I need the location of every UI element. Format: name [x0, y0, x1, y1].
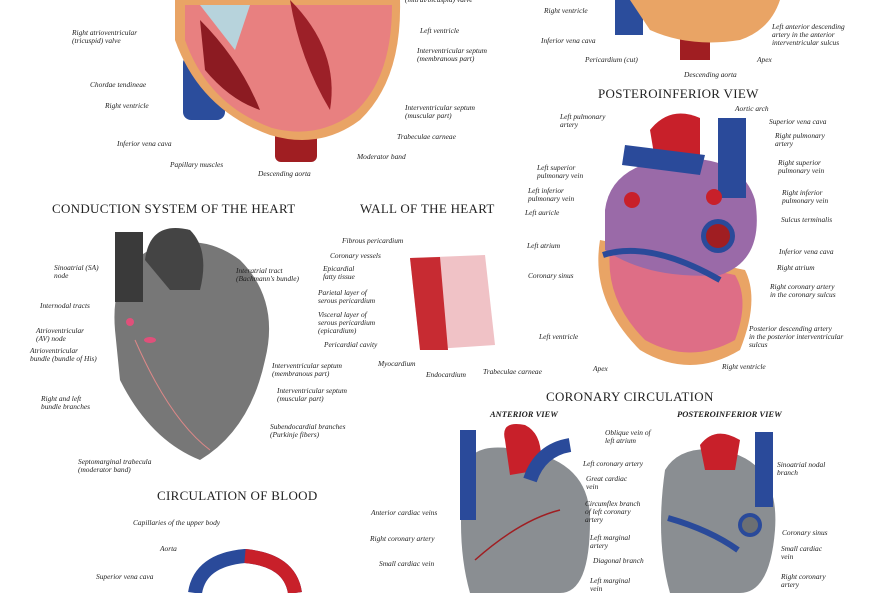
anterior-label: Inferior vena cava — [541, 36, 596, 45]
conduction-system-title: CONDUCTION SYSTEM OF THE HEART — [52, 201, 296, 216]
coronary-label: Small cardiac vein — [781, 544, 822, 561]
coronary-label: Great cardiac vein — [586, 474, 628, 491]
wall-label: Pericardial cavity — [324, 340, 378, 349]
anterior-label: Left anterior descending artery in the a… — [772, 22, 845, 47]
posteroinferior-label: Superior vena cava — [769, 117, 827, 126]
conduction-label: Interventricular septum (muscular part) — [277, 386, 347, 403]
posteroinferior-label: Left inferior pulmonary vein — [528, 186, 575, 203]
coronary-label: Small cardiac vein — [379, 559, 435, 568]
interior-label: Interventricular septum (membranous part… — [417, 46, 487, 63]
wall-label: Myocardium — [378, 359, 416, 368]
coronary-label: Left coronary artery — [583, 459, 644, 468]
coronary-label: Diagonal branch — [593, 556, 644, 565]
anterior-label: Apex — [757, 55, 772, 64]
anterior-label: Pericardium (cut) — [585, 55, 638, 64]
interior-label: Moderator band — [357, 152, 406, 161]
conduction-label: Atrioventricular bundle (bundle of His) — [30, 346, 97, 363]
coronary-label: Right coronary artery — [370, 534, 435, 543]
wall-of-heart-title: WALL OF THE HEART — [360, 201, 495, 216]
coronary-posterior-illustration — [661, 432, 776, 593]
anterior-label: Right ventricle — [544, 6, 588, 15]
coronary-label: Oblique vein of left atrium — [605, 428, 651, 445]
coronary-label: Coronary sinus — [782, 528, 828, 537]
conduction-label: Septomarginal trabecula (moderator band) — [78, 457, 152, 474]
wall-label: Epicardial fatty tissue — [323, 264, 355, 281]
posteroinferior-label: Left ventricle — [539, 332, 579, 341]
wall-label: Endocardium — [426, 370, 466, 379]
circulation-of-blood-title: CIRCULATION OF BLOOD — [157, 488, 318, 503]
posteroinferior-label: Right atrium — [777, 263, 815, 272]
posteroinferior-label: Left pulmonary artery — [560, 112, 606, 129]
interior-label: Right ventricle — [105, 101, 149, 110]
coronary-anterior-illustration — [460, 424, 590, 593]
posteroinferior-label: Coronary sinus — [528, 271, 574, 280]
coronary-label: Right coronary artery — [781, 572, 826, 589]
conduction-label: Interventricular septum (membranous part… — [272, 361, 342, 378]
posteroinferior-label: Sulcus terminalis — [781, 215, 833, 224]
wall-of-heart-illustration — [410, 255, 495, 350]
conduction-label: Interatrial tract (Bachmann's bundle) — [236, 266, 299, 283]
coronary-circulation-title: CORONARY CIRCULATION — [546, 389, 714, 404]
wall-label: Coronary vessels — [330, 251, 381, 260]
conduction-label: Sinoatrial (SA) node — [54, 263, 99, 280]
circulation-illustration — [188, 548, 302, 593]
posteroinferior-label: Posterior descending artery in the poste… — [749, 324, 844, 349]
interior-label: Right atrioventricular (tricuspid) valve — [72, 28, 138, 45]
interior-label: (mitral/bicuspid) valve — [405, 0, 473, 4]
interior-label: Descending aorta — [258, 169, 311, 178]
coronary-anterior-view-subtitle: ANTERIOR VIEW — [490, 409, 558, 419]
interior-label: Chordae tendineae — [90, 80, 147, 89]
posteroinferior-heart-illustration — [598, 113, 757, 365]
interior-label: Inferior vena cava — [117, 139, 172, 148]
posteroinferior-label: Inferior vena cava — [779, 247, 834, 256]
interior-label: Interventricular septum (muscular part) — [405, 103, 475, 120]
posteroinferior-label: Right coronary artery in the coronary su… — [770, 282, 836, 299]
coronary-label: Left marginal artery — [590, 533, 631, 550]
wall-label: Parietal layer of serous pericardium — [318, 288, 376, 305]
interior-heart-illustration — [175, 0, 401, 162]
wall-label: Fibrous pericardium — [342, 236, 404, 245]
conduction-label: Subendocardial branches (Purkinje fibers… — [270, 422, 346, 439]
posteroinferior-label: Apex — [593, 364, 608, 373]
interior-label: Left ventricle — [420, 26, 460, 35]
coronary-label: Circumflex branch of left coronary arter… — [585, 499, 641, 524]
posteroinferior-label: Left auricle — [525, 208, 560, 217]
coronary-label: Left marginal vein — [590, 576, 631, 593]
interior-label: Papillary muscles — [170, 160, 224, 169]
circulation-label: Superior vena cava — [96, 572, 154, 581]
coronary-posteroinferior-view-subtitle: POSTEROINFERIOR VIEW — [677, 409, 782, 419]
coronary-label: Anterior cardiac veins — [371, 508, 438, 517]
posteroinferior-label: Right inferior pulmonary vein — [782, 188, 829, 205]
anterior-label: Descending aorta — [684, 70, 737, 79]
wall-label: Visceral layer of serous pericardium (ep… — [318, 310, 376, 335]
anterior-heart-illustration — [615, 0, 780, 60]
posteroinferior-label: Right superior pulmonary vein — [778, 158, 825, 175]
conduction-label: Right and left bundle branches — [41, 394, 91, 411]
coronary-label: Sinoatrial nodal branch — [777, 460, 826, 477]
interior-label: Trabeculae carneae — [397, 132, 456, 141]
posteroinferior-label: Right ventricle — [722, 362, 766, 371]
posteroinferior-label: Aortic arch — [735, 104, 769, 113]
posteroinferior-label: Right pulmonary artery — [775, 131, 825, 148]
conduction-label: Atrioventricular (AV) node — [36, 326, 85, 343]
posteroinferior-label: Left superior pulmonary vein — [537, 163, 584, 180]
conduction-heart-illustration — [114, 228, 270, 460]
posteroinferior-label: Left atrium — [527, 241, 561, 250]
posteroinferior-view-title: POSTEROINFERIOR VIEW — [598, 86, 759, 101]
circulation-label: Aorta — [160, 544, 177, 553]
wall-label: Trabeculae carneae — [483, 367, 542, 376]
conduction-label: Internodal tracts — [40, 301, 90, 310]
circulation-label: Capillaries of the upper body — [133, 518, 221, 527]
